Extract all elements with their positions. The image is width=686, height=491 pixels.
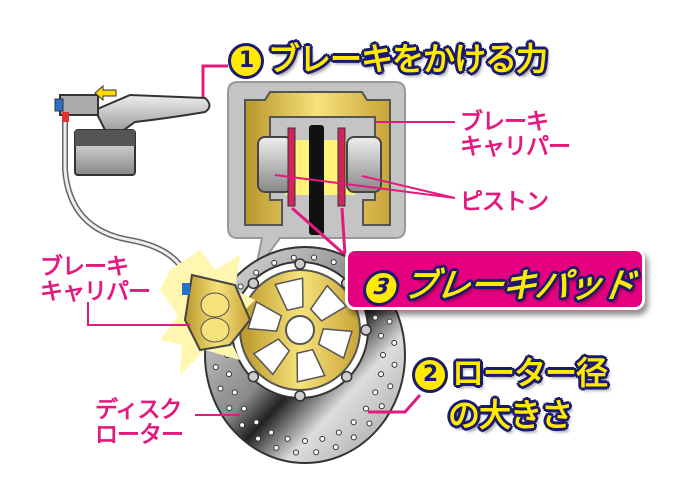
rotor-hole	[217, 385, 224, 392]
caliper-line1: ブレーキ	[40, 254, 129, 280]
rotor-bolt	[247, 277, 260, 290]
inset-caliper-label: ブレーキ キャリパー	[460, 109, 571, 160]
rotor-bolt	[360, 324, 372, 336]
rotor-hole	[378, 403, 385, 410]
inset-caliper-line1: ブレーキ	[460, 109, 549, 135]
disc-rotor-label: ディスク ローター	[95, 397, 184, 448]
disc-rotor-line2: ローター	[95, 422, 184, 448]
brake-pad-text: ブレーキパッド	[400, 266, 638, 306]
rotor-hole	[335, 429, 342, 436]
rotor-hole	[372, 314, 379, 321]
rotor-hole	[362, 405, 369, 412]
disc-rotor-line1: ディスク	[95, 397, 182, 423]
rotor-hole	[225, 371, 232, 378]
caliper-cross-section-inset	[227, 81, 406, 273]
rotor-hole	[330, 259, 337, 266]
brake-lever	[54, 84, 211, 176]
rotor-hole	[290, 254, 297, 261]
brake-caliper	[160, 250, 255, 375]
rotor-hole	[380, 352, 386, 358]
hub-window	[317, 328, 353, 360]
rotor-hole	[332, 444, 339, 451]
inset-caliper-line2: キャリパー	[460, 134, 571, 160]
number-badge: 2	[412, 357, 448, 393]
rotor-hole	[302, 438, 308, 444]
rotor-hole	[313, 449, 320, 456]
rotor-hole	[350, 419, 357, 426]
rotor-hole	[378, 332, 385, 339]
piston-label: ピストン	[460, 189, 549, 215]
force-leader-line	[201, 64, 228, 112]
caliper-label: ブレーキ キャリパー	[40, 254, 151, 305]
rotor-hole	[273, 444, 280, 451]
hub-window	[296, 348, 326, 383]
rotor-size-line1: ローター径	[452, 354, 608, 392]
rotor-hole	[239, 422, 246, 429]
rotor-hole	[372, 389, 379, 396]
brake-force-text: ブレーキをかける力	[268, 40, 548, 78]
hub-window	[274, 277, 304, 312]
rotor-hole	[255, 435, 262, 442]
rotor-hole	[391, 361, 398, 368]
rotor-bolt	[340, 370, 353, 383]
rotor-hole	[226, 405, 233, 412]
hub-window	[252, 338, 291, 376]
number-badge: 3	[360, 269, 402, 306]
rotor-hole	[237, 283, 244, 290]
rotor-hole	[378, 371, 385, 378]
rotor-hole	[268, 429, 275, 436]
caliper-line2: キャリパー	[40, 279, 151, 305]
rotor-hole	[310, 254, 317, 261]
rotor-hole	[387, 383, 394, 390]
rotor-hole	[212, 364, 219, 371]
rotor-hole	[253, 419, 260, 426]
rotor-hole	[271, 259, 278, 266]
rotor-bolt	[247, 370, 260, 383]
arrow-left-icon	[94, 84, 117, 102]
rotor-hole	[241, 405, 248, 412]
rotor-hole	[391, 339, 398, 346]
rotor-hole	[253, 269, 260, 276]
rotor-hole	[284, 435, 291, 442]
rotor-bolt	[294, 258, 306, 270]
rotor-hole	[293, 449, 300, 456]
rotor-hole	[366, 420, 373, 427]
hub-window	[309, 284, 348, 322]
rotor-hole	[319, 435, 326, 442]
rotor-hole	[350, 434, 357, 441]
rotor-bolt	[294, 390, 306, 402]
hub-window	[247, 300, 283, 332]
number-badge: 1	[228, 43, 264, 79]
rotor-hole	[386, 318, 393, 325]
rotor-size-line2: の大きさ	[448, 396, 573, 434]
rotor-hole	[231, 389, 238, 396]
